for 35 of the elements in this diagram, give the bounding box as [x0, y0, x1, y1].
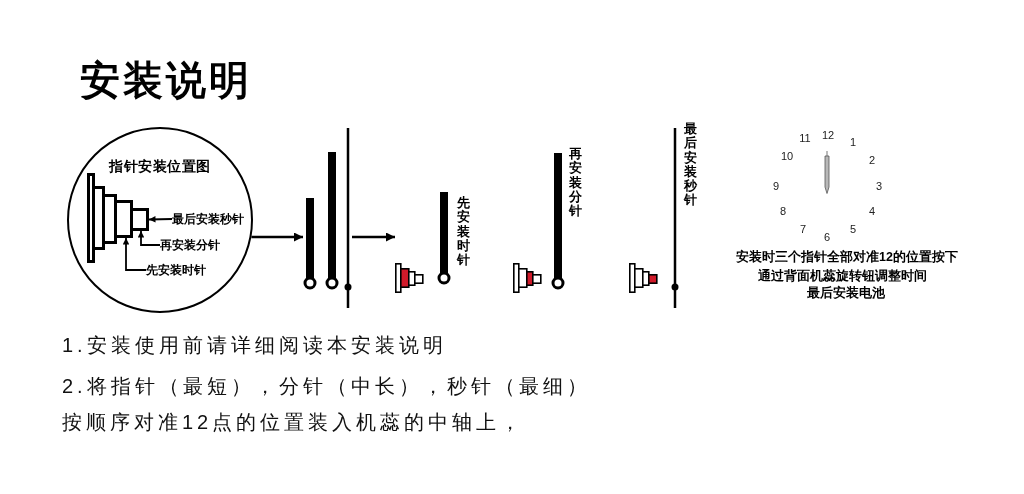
- callout-text: 再安装分针: [160, 238, 220, 252]
- watch-hands-drawing: [303, 128, 352, 308]
- callout-text: 先安装时针: [146, 263, 206, 277]
- clock-number: 12: [821, 129, 835, 141]
- clock-number: 9: [772, 180, 780, 192]
- vertical-caption: 最后安装秒针: [684, 122, 697, 208]
- callout-text: 最后安装秒针: [172, 212, 244, 226]
- hour-hand-on-shaft-drawing: [395, 191, 451, 294]
- clock-number: 1: [849, 136, 857, 148]
- clock-number: 5: [849, 223, 857, 235]
- instruction-text: 安装时三个指针全部对准12的位置按下: [736, 249, 958, 265]
- clock-number: 4: [868, 205, 876, 217]
- circle-title: 指针安装位置图: [109, 159, 211, 174]
- clock-number: 7: [799, 223, 807, 235]
- instruction-text: 2.将指针（最短），分针（中长），秒针（最细）按顺序对准12点的位置装入机蕊的中轴上，: [62, 374, 592, 435]
- clock-number: 8: [779, 205, 787, 217]
- leader-arrow: [137, 230, 161, 246]
- vertical-caption: 再安装分针: [569, 147, 582, 219]
- page-title: 安装说明: [80, 57, 252, 104]
- second-hand-on-shaft-drawing: [629, 127, 679, 309]
- shaft-step: [130, 208, 149, 231]
- vertical-caption: 先安装时针: [457, 196, 470, 268]
- instruction-text: 通过背面机蕊旋转钮调整时间: [757, 268, 927, 284]
- instruction-text: 最后安装电池: [807, 285, 885, 301]
- clock-number: 11: [799, 132, 811, 144]
- clock-number: 6: [823, 231, 831, 243]
- minute-hand-on-shaft-drawing: [513, 152, 565, 294]
- instruction-text: 1.安装使用前请详细阅读本安装说明: [62, 333, 447, 357]
- clock-number: 10: [780, 150, 794, 162]
- arrow: [251, 232, 303, 242]
- leader-arrow: [148, 216, 173, 223]
- arrow: [352, 232, 395, 242]
- clock-number: 3: [875, 180, 883, 192]
- leader-arrow: [122, 237, 147, 271]
- clock-number: 2: [868, 154, 876, 166]
